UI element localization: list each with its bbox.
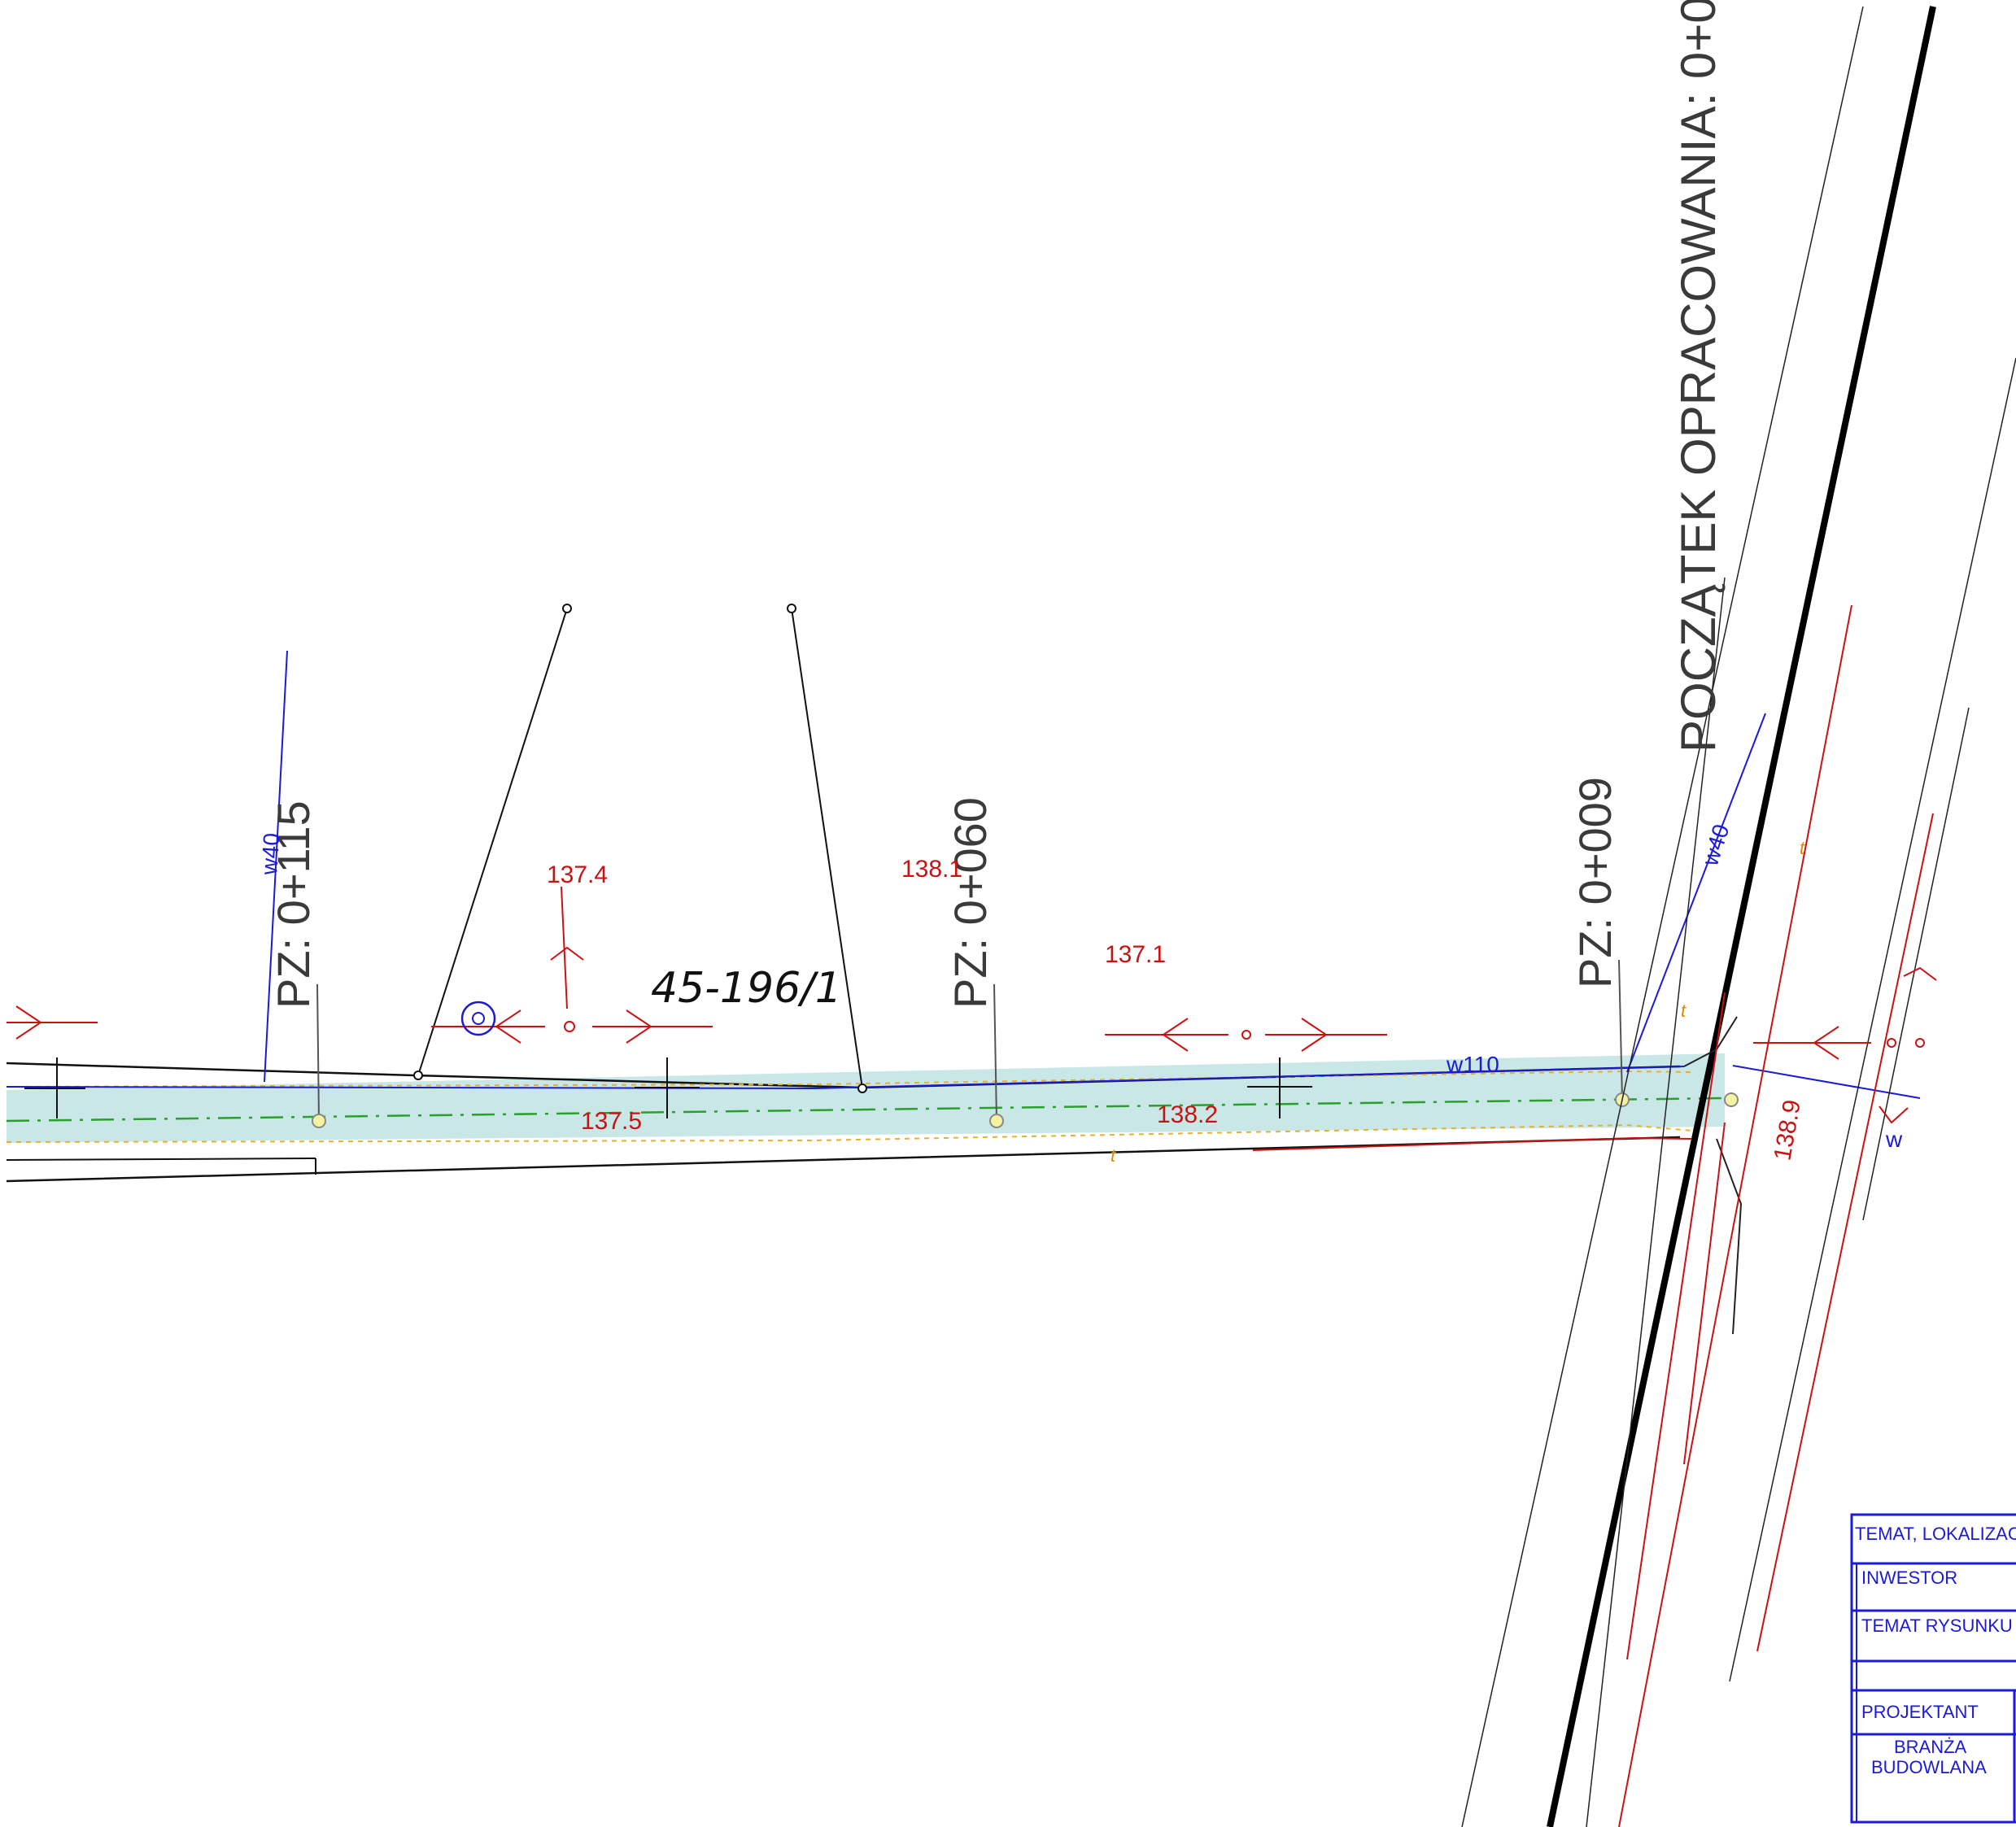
utility-mark: t xyxy=(1111,1145,1116,1166)
red-line-4 xyxy=(1683,1122,1726,1465)
diagonal-line-c xyxy=(1729,357,2016,1682)
title-block-designer: PROJEKTANT xyxy=(1861,1702,1979,1722)
fixture-circle xyxy=(564,1021,575,1032)
pipe-label: w110 xyxy=(1446,1052,1499,1077)
survey-point xyxy=(562,604,572,613)
survey-point xyxy=(413,1070,423,1080)
pipe-label: w40 xyxy=(256,832,285,876)
station-label-009: PZ: 0+009 xyxy=(1569,777,1621,988)
red-line-1 xyxy=(1618,604,1852,1827)
diagonal-line-a xyxy=(1461,6,1864,1827)
elevation-label: 137.5 xyxy=(581,1108,642,1135)
pipe-label: w xyxy=(1885,1127,1903,1152)
road-edge-south-inner xyxy=(6,1158,316,1161)
station-label-115: PZ: 0+115 xyxy=(268,800,319,1009)
utility-mark: t xyxy=(1681,1001,1687,1021)
water-pipe-w110 xyxy=(6,1066,1685,1090)
title-block-branch-line1: BRANŻA xyxy=(1894,1737,1967,1757)
flow-arrows xyxy=(7,886,1937,1124)
red-line-3 xyxy=(1626,992,1726,1660)
road-ticks xyxy=(24,1057,1312,1118)
elevation-label: 138.2 xyxy=(1157,1101,1218,1128)
elevation-label: 138.1 xyxy=(901,856,962,883)
red-line-2 xyxy=(1756,813,1934,1652)
parcel-line-1 xyxy=(417,608,568,1076)
pipe-label: w40 xyxy=(1697,821,1735,869)
diagonal-line-b xyxy=(1586,577,1726,1827)
title-block xyxy=(1850,1513,2016,1824)
red-edge-line xyxy=(1252,1136,1693,1151)
hydrant-icon xyxy=(460,1001,496,1036)
station-label-060: PZ: 0+060 xyxy=(945,797,996,1009)
crossing-edge-2 xyxy=(1716,1138,1743,1335)
station-marker-115 xyxy=(312,983,326,1128)
road-axis xyxy=(6,1097,1726,1123)
fixture-circle xyxy=(1241,1030,1251,1040)
parcel-number: 45-196/1 xyxy=(651,964,842,1013)
parcel-line-2 xyxy=(791,608,863,1089)
water-pipe-w40-right xyxy=(1626,713,1766,1073)
elevation-label: 138.9 xyxy=(1769,1098,1806,1163)
water-pipe-w40-left xyxy=(264,650,288,1083)
fixture-circle xyxy=(1887,1038,1896,1048)
title-block-branch-line2: BUDOWLANA xyxy=(1871,1757,1987,1777)
title-block-drawing-topic: TEMAT RYSUNKU xyxy=(1861,1616,2013,1636)
project-start-heading: POCZĄTEK OPRACOWANIA: 0+000 xyxy=(1671,0,1726,752)
railway-track xyxy=(1547,6,1936,1827)
elevation-label: 137.1 xyxy=(1105,941,1166,968)
station-marker-060 xyxy=(989,983,1004,1128)
title-block-topic-location: TEMAT, LOKALIZAC xyxy=(1855,1524,2016,1544)
fixture-circle xyxy=(1915,1038,1925,1048)
elevation-label: 137.4 xyxy=(547,861,608,888)
hydrant-icon-inner xyxy=(472,1012,485,1025)
survey-point xyxy=(857,1084,867,1093)
curb-south xyxy=(6,1123,1693,1143)
diagonal-line-d xyxy=(1862,707,1970,1221)
title-block-investor: INWESTOR xyxy=(1861,1568,1957,1588)
survey-point xyxy=(787,604,796,613)
utility-mark: t xyxy=(1800,838,1805,858)
